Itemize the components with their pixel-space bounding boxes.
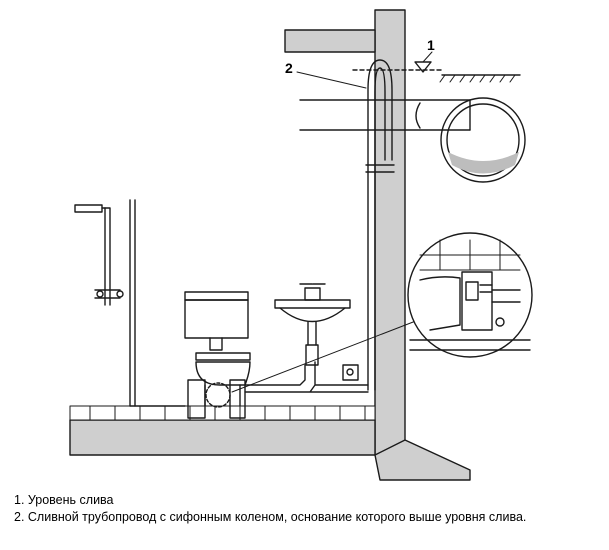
floor-tiles: [69, 405, 376, 421]
electrical-socket: [342, 364, 359, 381]
washbasin: [274, 283, 351, 366]
sewer-pipe: [440, 97, 526, 183]
drain-pipe-vertical: [367, 59, 393, 391]
wall-foundation: [374, 439, 471, 481]
plumbing-diagram: [69, 9, 533, 481]
floor-slab: [69, 419, 376, 456]
upper-floor-slab: [284, 29, 376, 53]
outlet-pipe-end: [415, 99, 471, 131]
legend-item-drain-pipe: 2. Сливной трубопровод с сифонным колено…: [14, 510, 527, 524]
callout-drain-pipe: 2: [285, 60, 293, 76]
ground-hatch: [439, 74, 516, 83]
drain-pipe-vertical-inner: [374, 67, 386, 391]
pipe-joint: [365, 164, 395, 173]
legend-item-drain-level: 1. Уровень слива: [14, 493, 114, 507]
detail-magnifier: [407, 232, 533, 358]
shower-cabin: [74, 199, 186, 407]
macerator-pump: [187, 379, 246, 419]
floor-pipe: [244, 361, 369, 393]
legend: 1. Уровень слива 2. Сливной трубопровод …: [14, 492, 604, 526]
callout-2-leader: [296, 71, 367, 89]
building-wall-section: [374, 9, 406, 456]
toilet-cistern: [184, 291, 249, 351]
callout-1-leader: [422, 51, 433, 63]
callout-drain-level: 1: [427, 37, 435, 53]
sewer-pipe-inner: [446, 103, 520, 177]
sewer-water: [448, 152, 519, 174]
